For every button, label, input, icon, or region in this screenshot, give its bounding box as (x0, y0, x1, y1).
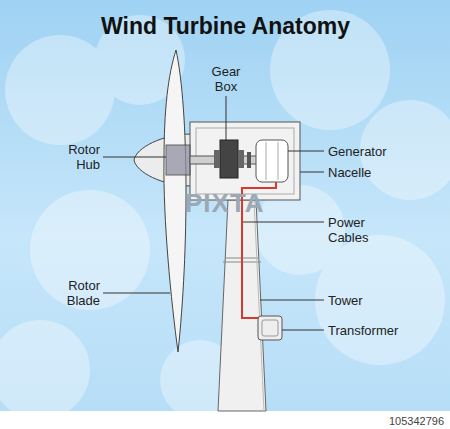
watermark: PIXTA (185, 196, 265, 211)
part-label: Tower (328, 293, 363, 308)
part-label: Transformer (328, 323, 398, 338)
part-label: Rotor Hub (52, 142, 100, 172)
part-label: Gear Box (203, 64, 249, 94)
part-label: Rotor Blade (52, 278, 100, 308)
part-label: Generator (328, 144, 387, 159)
part-label: Nacelle (328, 165, 371, 180)
diagram-title: Wind Turbine Anatomy (101, 12, 350, 40)
part-label: Power Cables (328, 215, 378, 245)
stock-number: 105342796 (389, 414, 444, 429)
